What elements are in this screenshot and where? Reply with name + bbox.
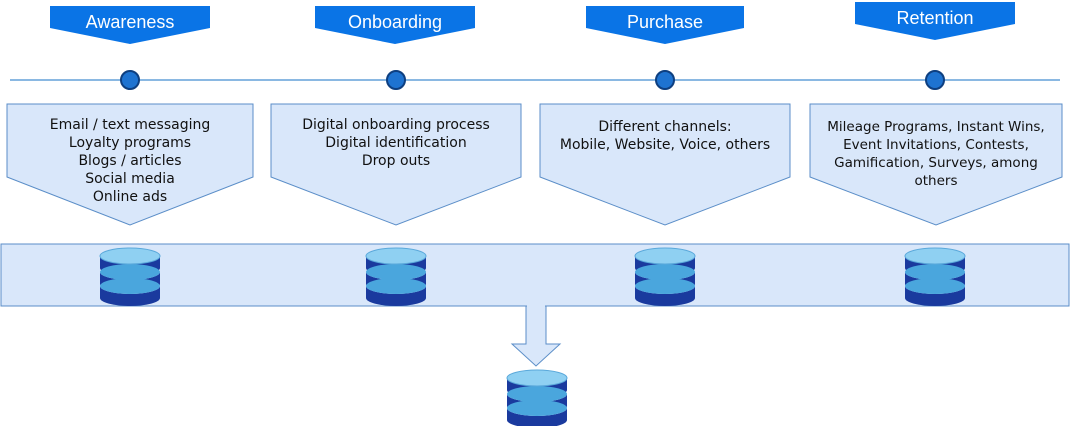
stage-line: Social media bbox=[85, 171, 175, 187]
stage-text-purchase: Different channels: Mobile, Website, Voi… bbox=[540, 118, 790, 154]
database-icon bbox=[506, 369, 568, 426]
stage-text-retention: Mileage Programs, Instant Wins, Event In… bbox=[810, 118, 1062, 190]
stage-line: Loyalty programs bbox=[68, 135, 192, 151]
stage-title-awareness: Awareness bbox=[85, 12, 175, 32]
data-band bbox=[0, 243, 1070, 307]
stage-line: Event Invitations, Contests, bbox=[843, 137, 1029, 153]
stage-banner bbox=[315, 6, 475, 44]
stage-line: Different channels: bbox=[598, 119, 732, 135]
stage-line: Blogs / articles bbox=[78, 153, 182, 169]
database-icon bbox=[904, 247, 966, 306]
stage-line: others bbox=[914, 173, 958, 189]
stage-banner bbox=[855, 2, 1015, 40]
stage-text-awareness: Email / text messaging Loyalty programs … bbox=[7, 116, 253, 206]
database-icon bbox=[99, 247, 161, 306]
stage-banner bbox=[586, 6, 744, 44]
stage-panel bbox=[6, 103, 254, 226]
stage-panel bbox=[539, 103, 791, 226]
stage-line: Online ads bbox=[92, 189, 168, 205]
stage-text-onboarding: Digital onboarding process Digital ident… bbox=[271, 116, 521, 170]
stage-banner bbox=[50, 6, 210, 44]
stage-title-purchase: Purchase bbox=[626, 12, 704, 32]
stage-line: Digital identification bbox=[325, 135, 467, 151]
timeline-node bbox=[655, 70, 675, 90]
stage-title-retention: Retention bbox=[896, 8, 974, 28]
stage-panel bbox=[270, 103, 522, 226]
down-arrow bbox=[510, 305, 562, 367]
stage-line: Email / text messaging bbox=[49, 117, 211, 133]
stage-line: Drop outs bbox=[361, 153, 431, 169]
timeline-node bbox=[120, 70, 140, 90]
stage-line: Mileage Programs, Instant Wins, bbox=[827, 119, 1045, 135]
stage-title-onboarding: Onboarding bbox=[347, 12, 443, 32]
timeline-node bbox=[925, 70, 945, 90]
stage-panel bbox=[809, 103, 1063, 226]
database-icon bbox=[365, 247, 427, 306]
database-icon bbox=[634, 247, 696, 306]
stage-line: Gamification, Surveys, among bbox=[834, 155, 1038, 171]
stage-line: Mobile, Website, Voice, others bbox=[559, 137, 771, 153]
stage-line: Digital onboarding process bbox=[302, 117, 490, 133]
timeline-node bbox=[386, 70, 406, 90]
